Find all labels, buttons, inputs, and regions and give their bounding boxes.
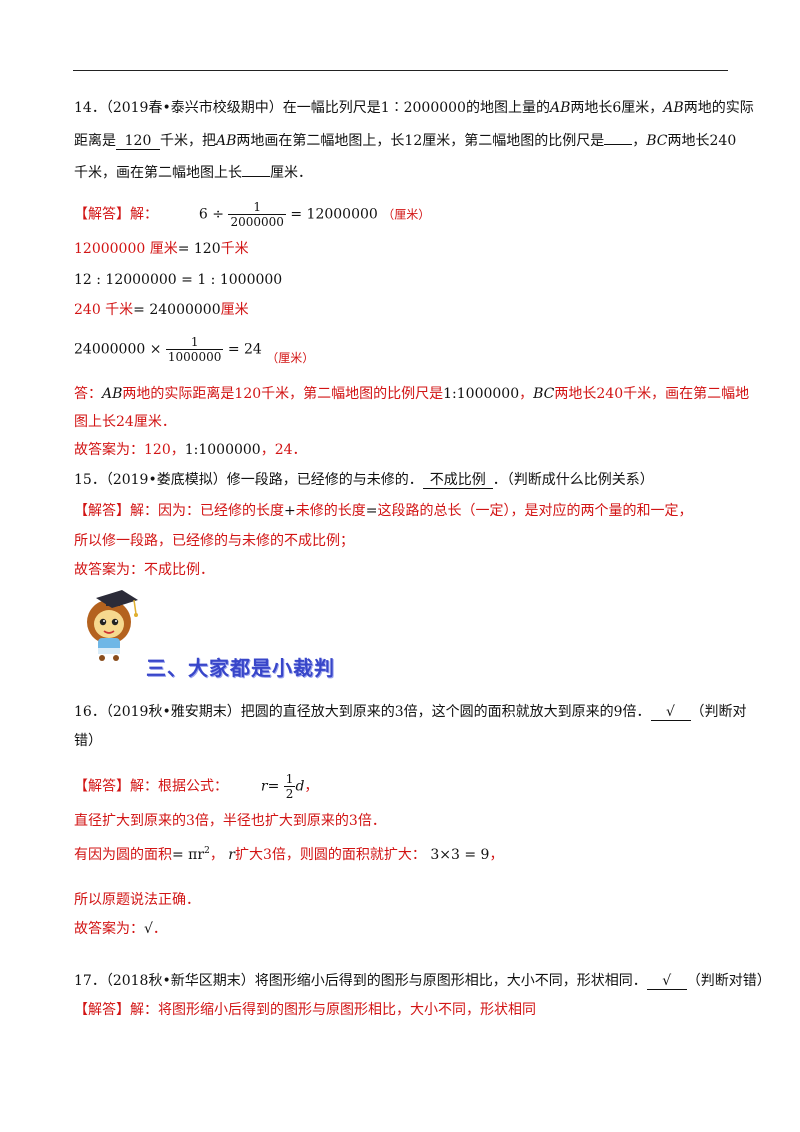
solution-label: 【解答】 <box>74 1002 130 1018</box>
q17-line1: 17．（2018秋•新华区期末）将图形缩小后得到的图形与原图形相比，大小不同，形… <box>74 973 771 990</box>
mascot-girl-icon <box>87 590 138 661</box>
q17-answer-blank: √ <box>646 974 687 990</box>
q16-line2: 错） <box>74 733 102 749</box>
sol17-line1: 【解答】解：将图形缩小后得到的图形与原图形相比，大小不同，形状相同 <box>74 1002 536 1018</box>
sol14-answer-line1: 答：AB两地的实际距离是120千米，第二幅地图的比例尺是1:1000000，BC… <box>74 386 750 402</box>
q15-answer-blank: 不成比例 <box>422 473 493 489</box>
solution-label: 【解答】 <box>74 503 130 519</box>
solution-label: 【解答】 <box>74 206 130 223</box>
sol16-line2: 直径扩大到原来的3倍，半径也扩大到原来的3倍． <box>74 813 386 829</box>
sol16-line4: 所以原题说法正确． <box>74 892 200 908</box>
q14-line1: 14．（2019春•泰兴市校级期中）在一幅比列尺是1∶2000000的地图上量的… <box>74 100 754 116</box>
sol15-final: 故答案为：不成比例． <box>74 562 214 578</box>
sol14-answer-line2: 图上长24厘米． <box>74 414 176 430</box>
q14-answer-blank-1: 120 <box>116 134 160 150</box>
q16-answer-blank: √ <box>650 705 691 721</box>
sol16-line3: 有因为圆的面积= πr2， r扩大3倍，则圆的面积就扩大： 3×3 = 9， <box>74 846 504 863</box>
sol14-final: 故答案为：120，1:1000000，24． <box>74 442 307 458</box>
q14-line3: 千米，画在第二幅地图上长厘米． <box>74 163 312 181</box>
sol16-final: 故答案为：√． <box>74 921 167 937</box>
section-title: 三、大家都是小裁判 <box>146 656 335 680</box>
header-rule <box>73 70 728 71</box>
sol14-eq2: 12000000 厘米= 120千米 <box>74 241 249 257</box>
sol15-line1: 【解答】解：因为：已经修的长度+未修的长度=这段路的总长（一定），是对应的两个量… <box>74 503 693 519</box>
q14-answer-blank-2 <box>604 131 633 145</box>
solution-label: 【解答】 <box>74 778 130 795</box>
q15-line: 15．（2019•娄底模拟）修一段路，已经修的与未修的．不成比例．（判断成什么比… <box>74 472 654 489</box>
sol14-eq4: 240 千米= 24000000厘米 <box>74 302 249 318</box>
q16-line1: 16．（2019秋•雅安期末）把圆的直径放大到原来的3倍，这个圆的面积就放大到原… <box>74 704 747 721</box>
sol15-line2: 所以修一段路，已经修的与未修的不成比例； <box>74 533 354 549</box>
q14-answer-blank-3 <box>242 163 270 177</box>
sol14-eq3: 12 : 12000000 = 1 : 1000000 <box>74 272 283 288</box>
